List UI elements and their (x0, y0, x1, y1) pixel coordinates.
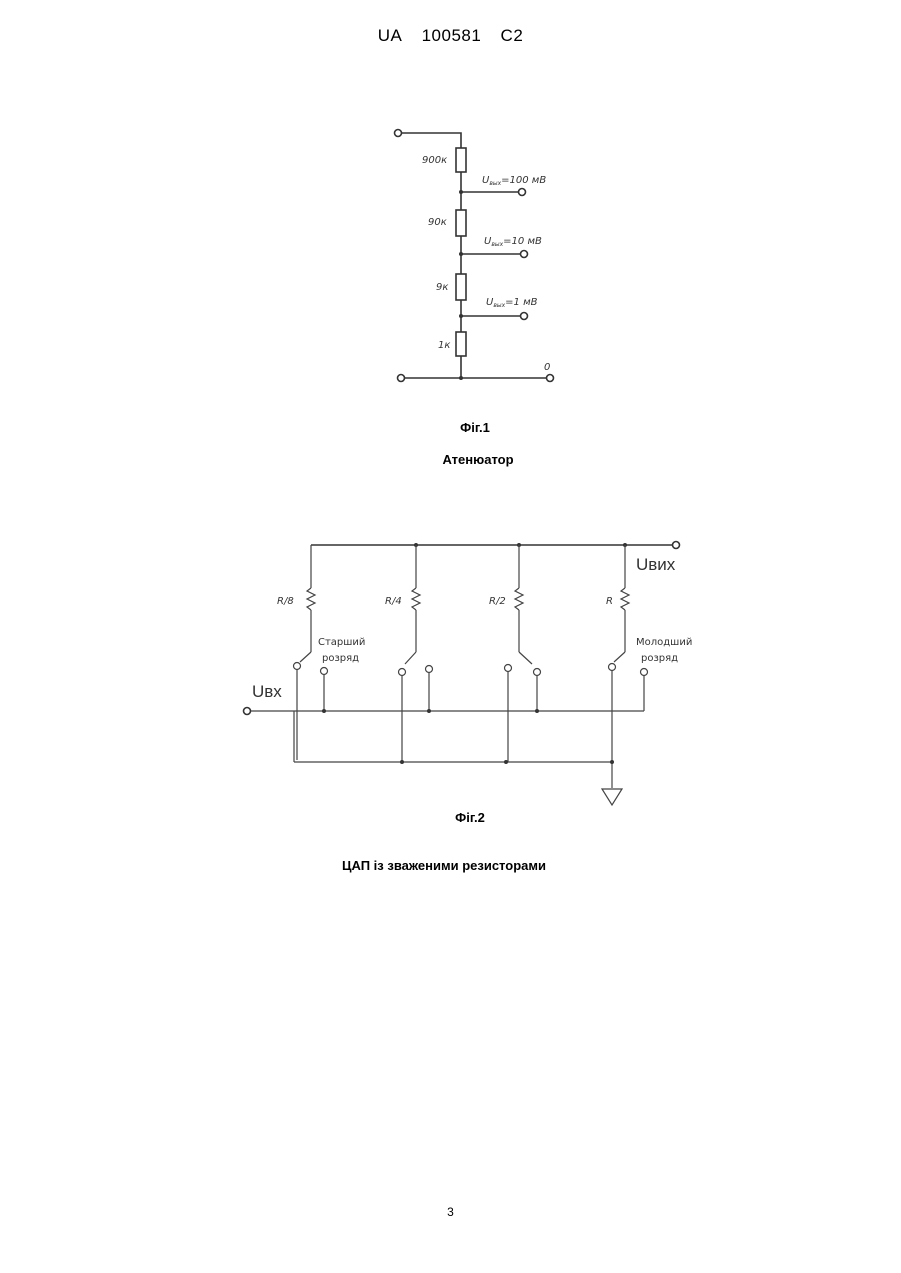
switch-contact (399, 669, 406, 676)
resistor-label-r8: R/8 (277, 596, 294, 607)
lsb-label-line2: розряд (641, 653, 678, 664)
switch-contact (294, 663, 301, 670)
switch-contact (641, 669, 648, 676)
msb-label-line1: Старший (318, 637, 365, 648)
switch-arm-lsb (614, 652, 625, 662)
branch-r2 (505, 545, 541, 762)
resistor-label-r: R (606, 596, 613, 607)
switch-arm (405, 652, 416, 664)
junction-dot (400, 760, 404, 764)
switch-contact (505, 665, 512, 672)
resistor-r (621, 588, 629, 610)
ground-symbol (602, 789, 622, 805)
resistor-label-r2: R/2 (489, 596, 506, 607)
figure-2-caption: Фіг.2 (395, 810, 545, 825)
msb-label-line2: розряд (322, 653, 359, 664)
output-terminal (673, 542, 680, 549)
resistor-label-r4: R/4 (385, 596, 402, 607)
junction-dot (427, 709, 431, 713)
switch-arm-msb (300, 652, 311, 662)
branch-r (609, 545, 648, 788)
page-number: 3 (0, 1205, 901, 1219)
switch-contact (426, 666, 433, 673)
switch-arm (519, 652, 532, 664)
input-voltage-label: Uвх (252, 682, 282, 701)
junction-dot (504, 760, 508, 764)
switch-contact (321, 668, 328, 675)
switch-contact (609, 664, 616, 671)
junction-dot (535, 709, 539, 713)
output-voltage-label: Uвих (636, 555, 676, 574)
lsb-label-line1: Молодший (636, 637, 692, 648)
input-terminal (244, 708, 251, 715)
junction-dot (322, 709, 326, 713)
figure-2-title: ЦАП із зваженими резисторами (294, 858, 594, 873)
junction-dot (610, 760, 614, 764)
resistor-r4 (412, 588, 420, 610)
resistor-r8 (307, 588, 315, 610)
figure-2-dac-diagram: R/8 R/4 R/2 R Uвих Uвх Старший розряд Мо… (0, 0, 901, 830)
branch-r4 (399, 545, 433, 762)
switch-contact (534, 669, 541, 676)
resistor-r2 (515, 588, 523, 610)
